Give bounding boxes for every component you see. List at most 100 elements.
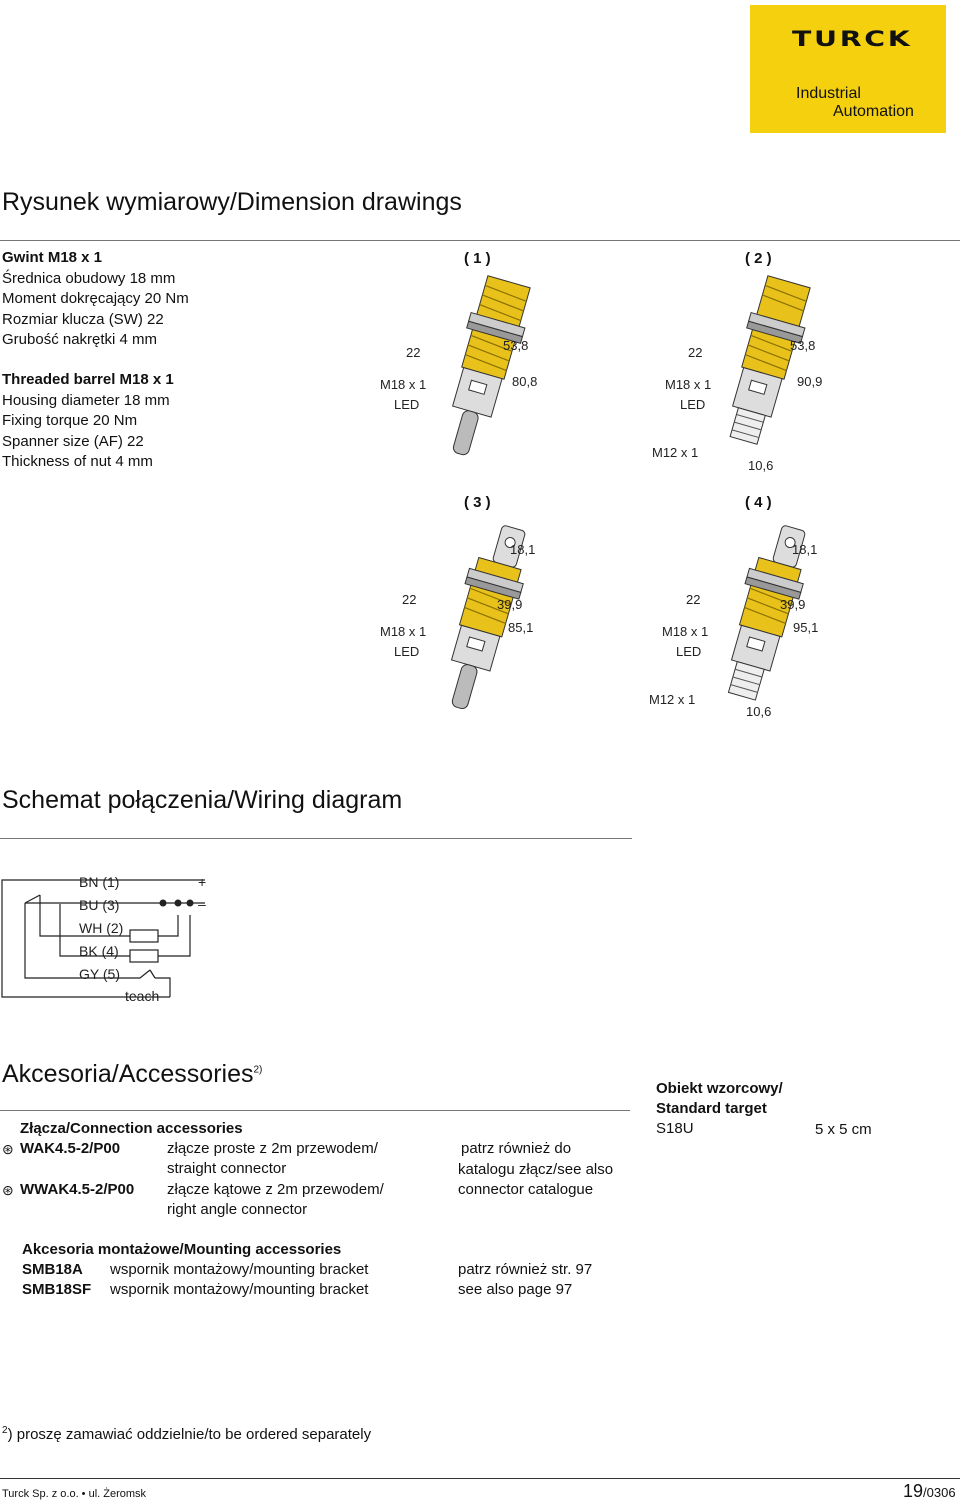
fig1-dim-2: 80,8 xyxy=(512,374,538,389)
mounting-desc-2: wspornik montażowy/mounting bracket xyxy=(110,1281,369,1298)
footer-page-number: 19 xyxy=(903,1481,924,1501)
footnote-text: ) proszę zamawiać oddzielnie/to be order… xyxy=(7,1426,372,1443)
fig3-led: LED xyxy=(394,644,420,659)
connector-code-2: WWAK4.5-2/P00 xyxy=(20,1181,135,1198)
mounting-note-1: patrz również str. 97 xyxy=(458,1261,593,1278)
footnote: 2) proszę zamawiać oddzielnie/to be orde… xyxy=(2,1421,371,1445)
sensor-drawing-2 xyxy=(729,275,811,445)
fig2-connector: M12 x 1 xyxy=(652,445,699,460)
target-heading-1: Obiekt wzorcowy/ xyxy=(656,1080,783,1097)
spec-pl-1: Średnica obudowy 18 mm xyxy=(2,269,176,287)
fig4-dim-3: 10,6 xyxy=(746,704,772,719)
logo-line1: Industrial xyxy=(796,85,861,102)
accessories-title-text: Akcesoria/Accessories xyxy=(2,1060,254,1088)
footnote-mark: 2 xyxy=(2,1425,8,1436)
connection-heading: Złącza/Connection accessories xyxy=(20,1120,243,1137)
connector-desc-2b: right angle connector xyxy=(167,1201,308,1218)
footer-page: 19/0306 xyxy=(903,1481,956,1502)
connector-desc-2a: złącze kątowe z 2m przewodem/ xyxy=(167,1181,384,1198)
sensor-drawing-1 xyxy=(451,275,531,456)
fig4-thread: M18 x 1 xyxy=(662,624,709,639)
wiring-title: Schemat połączenia/Wiring diagram xyxy=(2,786,403,814)
spec-en-0: Threaded barrel M18 x 1 xyxy=(2,371,174,388)
target-heading-2: Standard target xyxy=(656,1100,767,1117)
mounting-note-2: see also page 97 xyxy=(458,1281,573,1298)
mounting-desc-1: wspornik montażowy/mounting bracket xyxy=(110,1261,369,1278)
fig2-dim-2: 90,9 xyxy=(797,374,823,389)
fig1-wrench-size: 22 xyxy=(406,345,421,360)
spec-en: Threaded barrel M18 x 1 Housing diameter… xyxy=(2,370,174,473)
mounting-heading: Akcesoria montażowe/Mounting accessories xyxy=(22,1241,342,1258)
sensor-drawing-4 xyxy=(727,525,806,701)
fig4-dim-0: 18,1 xyxy=(792,542,818,557)
wire-wh: WH (2) xyxy=(79,920,124,936)
fig4-dim-1: 39,9 xyxy=(780,597,806,612)
target-name: S18U xyxy=(656,1120,694,1137)
fig1-thread: M18 x 1 xyxy=(380,377,427,392)
mounting-code-1: SMB18A xyxy=(22,1261,83,1278)
turck-logo: TURCK Industrial Automation xyxy=(750,5,946,133)
connector-note-3: connector catalogue xyxy=(458,1181,594,1198)
connector-icon-2: ⊛ xyxy=(2,1182,14,1198)
dimensions-title: Rysunek wymiarowy/Dimension drawings xyxy=(2,188,462,216)
brand-name: TURCK xyxy=(792,27,913,51)
connector-note-1: patrz również do xyxy=(461,1140,572,1157)
connector-icon-1: ⊛ xyxy=(2,1141,14,1157)
accessories-title: Akcesoria/Accessories2) xyxy=(2,1060,262,1089)
wire-bn: BN (1) xyxy=(79,874,120,890)
fig1-led: LED xyxy=(394,397,420,412)
figure-2-label: ( 2 ) xyxy=(745,250,772,267)
footer-page-suffix: /0306 xyxy=(923,1485,956,1500)
fig3-thread: M18 x 1 xyxy=(380,624,427,639)
wire-gy: GY (5) xyxy=(79,966,120,982)
footer-company: Turck Sp. z o.o. • ul. Żeromsk xyxy=(2,1488,147,1500)
section-rule xyxy=(0,240,960,241)
spec-pl-4: Grubość nakrętki 4 mm xyxy=(2,331,158,348)
spec-pl: Gwint M18 x 1 Średnica obudowy 18 mm Mom… xyxy=(2,248,189,351)
connector-code-1: WAK4.5-2/P00 xyxy=(20,1140,121,1157)
fig2-dim-1: 53,8 xyxy=(790,338,816,353)
figure-4-label: ( 4 ) xyxy=(745,494,772,511)
connector-note-2: katalogu złącz/see also xyxy=(458,1161,614,1178)
spec-pl-0: Gwint M18 x 1 xyxy=(2,249,103,266)
spec-pl-3: Rozmiar klucza (SW) 22 xyxy=(2,310,164,328)
wire-bu: BU (3) xyxy=(79,897,120,913)
fig4-connector: M12 x 1 xyxy=(649,692,696,707)
spec-pl-2: Moment dokręcający 20 Nm xyxy=(2,290,189,307)
target-size: 5 x 5 cm xyxy=(815,1121,872,1138)
figure-1-label: ( 1 ) xyxy=(464,250,491,267)
figure-3-label: ( 3 ) xyxy=(464,494,491,511)
wire-bk: BK (4) xyxy=(79,943,119,959)
footer-rule xyxy=(0,1478,960,1479)
spec-en-2: Fixing torque 20 Nm xyxy=(2,412,138,429)
fig4-led: LED xyxy=(676,644,702,659)
fig2-dim-3: 10,6 xyxy=(748,458,774,473)
sensor-drawing-3 xyxy=(450,525,526,710)
wiring-diagram xyxy=(1,879,205,998)
fig3-wrench-size: 22 xyxy=(402,592,417,607)
wiring-rule xyxy=(0,838,632,839)
wire-plus: + xyxy=(198,874,207,890)
wire-teach: teach xyxy=(125,988,160,1004)
fig3-dim-2: 85,1 xyxy=(508,620,534,635)
fig4-dim-2: 95,1 xyxy=(793,620,819,635)
fig4-wrench-size: 22 xyxy=(686,592,701,607)
wiring-node-3 xyxy=(186,899,194,907)
fig2-wrench-size: 22 xyxy=(688,345,703,360)
wiring-node-1 xyxy=(159,899,167,907)
connector-desc-1a: złącze proste z 2m przewodem/ xyxy=(167,1140,378,1157)
connector-desc-1b: straight connector xyxy=(167,1160,287,1177)
fig1-dim-1: 53,8 xyxy=(503,338,529,353)
accessories-rule xyxy=(0,1110,630,1111)
spec-en-3: Spanner size (AF) 22 xyxy=(2,432,144,450)
fig3-dim-0: 18,1 xyxy=(510,542,536,557)
mounting-code-2: SMB18SF xyxy=(22,1281,92,1298)
fig2-led: LED xyxy=(680,397,706,412)
accessories-title-sup: 2) xyxy=(253,1064,263,1076)
spec-en-1: Housing diameter 18 mm xyxy=(2,391,170,409)
wire-minus: – xyxy=(198,896,206,912)
logo-line2: Automation xyxy=(833,103,914,120)
fig2-thread: M18 x 1 xyxy=(665,377,712,392)
wiring-node-2 xyxy=(174,899,182,907)
spec-en-4: Thickness of nut 4 mm xyxy=(2,453,153,470)
